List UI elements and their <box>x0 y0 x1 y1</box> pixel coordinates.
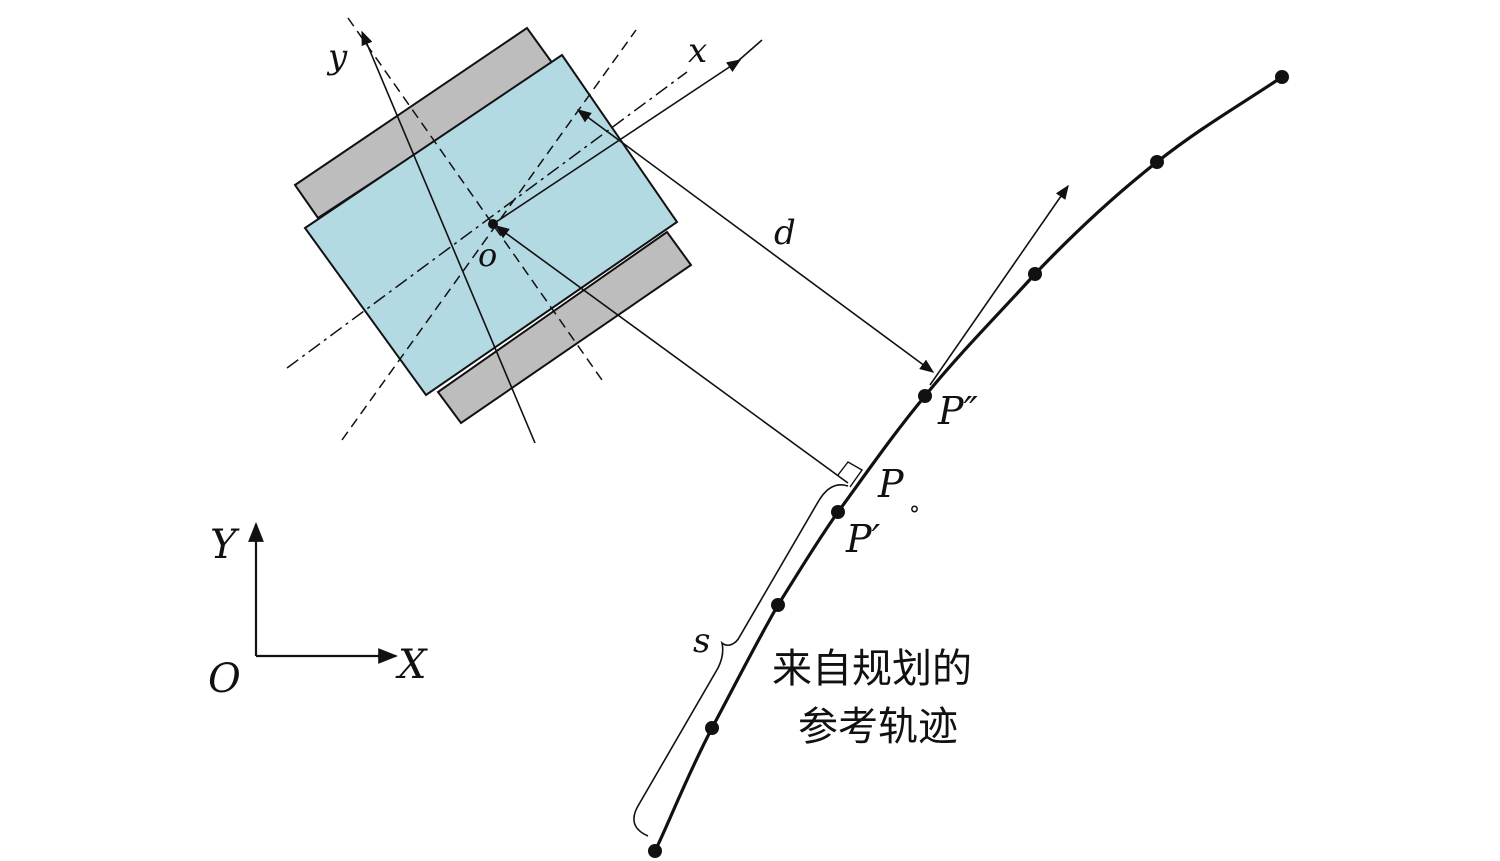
waypoint-p-prime <box>831 505 845 519</box>
waypoint-6 <box>1150 155 1164 169</box>
waypoint-1 <box>648 844 662 858</box>
label-distance: d <box>774 213 796 253</box>
dashed-guide-2 <box>347 17 603 381</box>
waypoint-5 <box>1028 267 1042 281</box>
label-local-origin: o <box>478 236 497 274</box>
label-p-subscript: ° <box>909 503 920 528</box>
waypoint-p-double-prime <box>918 389 932 403</box>
waypoint-3 <box>771 598 785 612</box>
trajectory-caption-line-1: 来自规划的 <box>772 646 972 692</box>
label-local-y: y <box>326 37 348 77</box>
vehicle-x-axis-extension <box>737 39 763 62</box>
label-local-x: x <box>688 31 707 71</box>
tangent-arrow <box>929 184 1069 386</box>
label-p-double-prime: P″ <box>937 389 978 433</box>
distance-d-arrow <box>576 109 935 373</box>
dashed-guide-1 <box>341 29 637 441</box>
label-global-y: Y <box>210 522 240 568</box>
reference-trajectory <box>653 75 1283 852</box>
label-p-prime: P′ <box>845 517 881 561</box>
vehicle-center-point <box>488 219 498 229</box>
trajectory-caption-line-2: 参考轨迹 <box>798 704 958 750</box>
arc-length-brace <box>633 484 849 837</box>
waypoint-7 <box>1275 70 1289 84</box>
label-arc-length: s <box>693 621 710 661</box>
label-global-x: X <box>395 642 428 688</box>
projection-line <box>494 225 849 484</box>
label-global-origin: O <box>208 656 241 702</box>
right-angle-marker <box>837 461 864 488</box>
label-p: P <box>877 462 905 506</box>
vehicle-y-axis <box>361 30 536 444</box>
waypoint-2 <box>705 721 719 735</box>
